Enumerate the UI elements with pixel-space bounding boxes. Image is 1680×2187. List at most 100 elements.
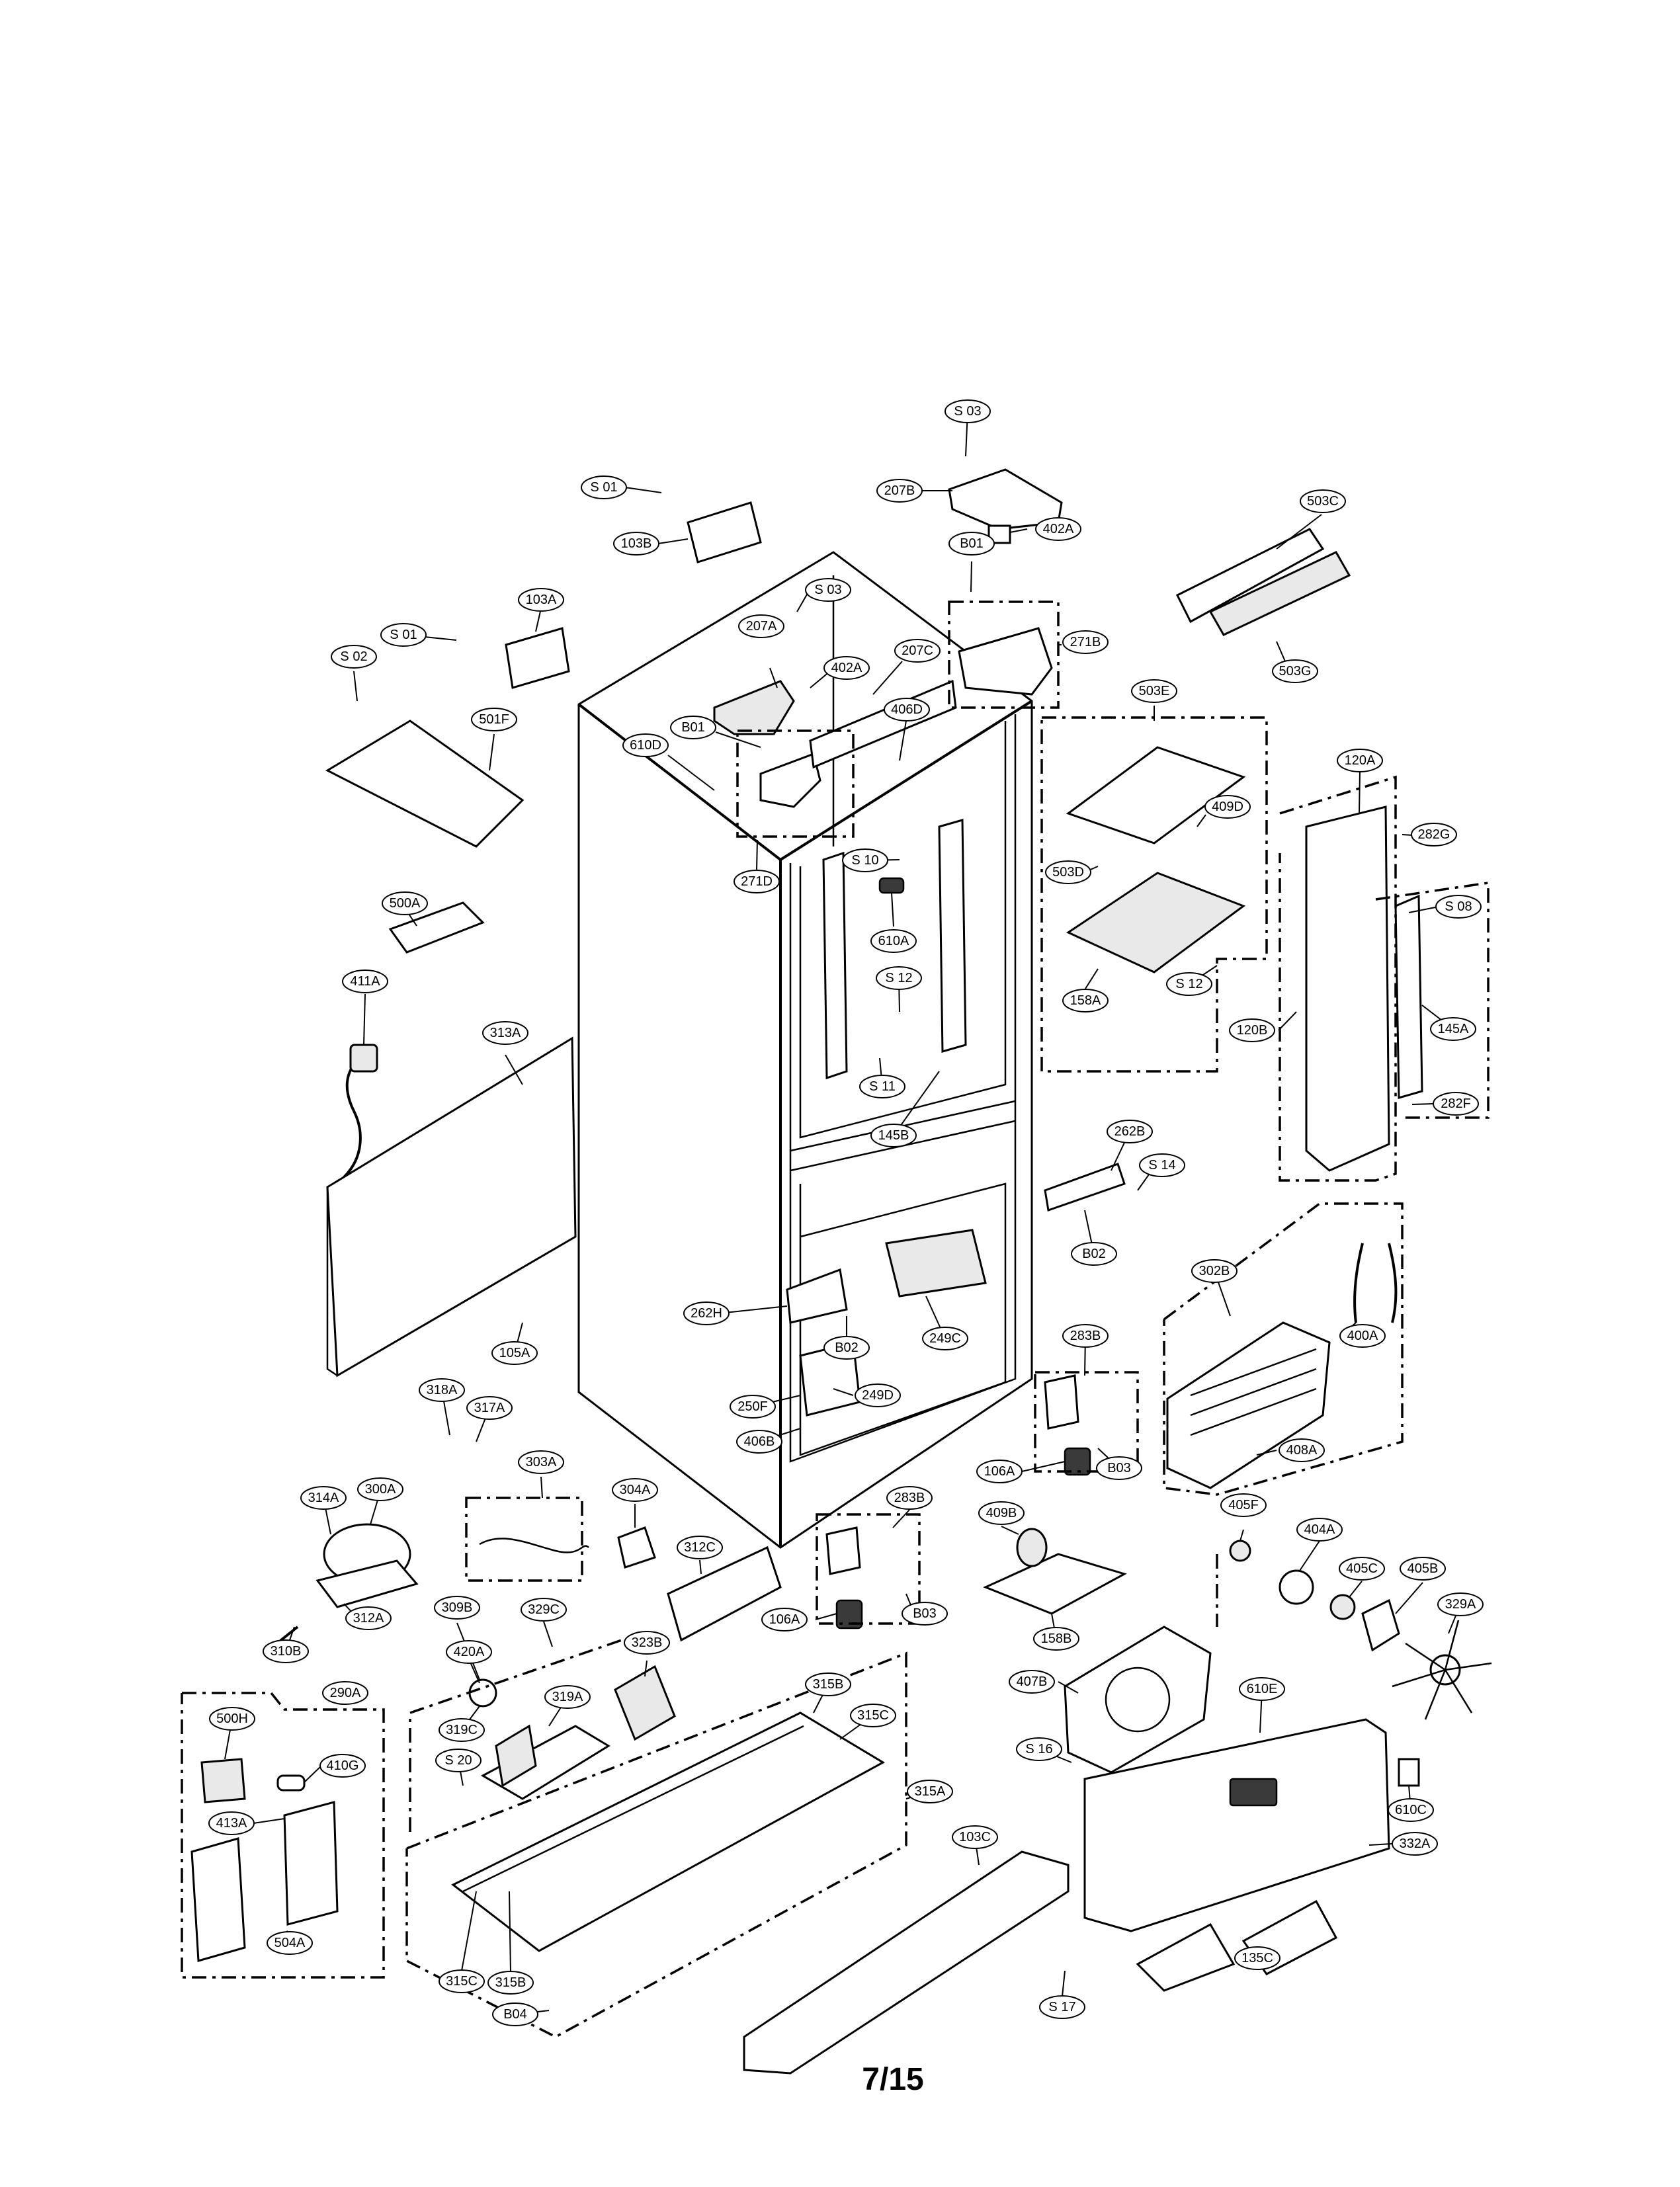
callout-L249D: 249D (855, 1383, 901, 1407)
callout-L610A: 610A (870, 929, 917, 953)
callout-S01_top: S 01 (581, 475, 627, 499)
callout-B01_top: B01 (948, 532, 995, 556)
callout-L310B: 310B (263, 1639, 309, 1663)
shelf-rail-145b (938, 819, 967, 1053)
leg-bracket-283b-mid (825, 1526, 863, 1630)
callout-L318A: 318A (419, 1378, 465, 1402)
callout-L314A: 314A (300, 1486, 347, 1510)
svg-text:105A: 105A (499, 1346, 530, 1360)
svg-text:283B: 283B (894, 1491, 925, 1505)
svg-text:B03: B03 (913, 1606, 937, 1621)
svg-text:420A: 420A (454, 1645, 485, 1659)
svg-text:411A: 411A (350, 974, 380, 989)
svg-text:407B: 407B (1017, 1674, 1048, 1689)
svg-text:B04: B04 (503, 2007, 527, 2022)
svg-text:S 10: S 10 (851, 853, 878, 868)
callout-L315A: 315A (907, 1780, 953, 1803)
svg-text:S 12: S 12 (885, 971, 912, 985)
svg-text:S 08: S 08 (1445, 899, 1472, 914)
callout-B02_mid: B02 (823, 1336, 870, 1360)
svg-text:S 11: S 11 (869, 1079, 896, 1094)
svg-text:503D: 503D (1052, 865, 1084, 880)
svg-text:158A: 158A (1070, 993, 1101, 1008)
callout-L262B: 262B (1107, 1120, 1153, 1143)
callout-L303A: 303A (518, 1450, 564, 1474)
svg-text:282G: 282G (1418, 827, 1450, 842)
svg-text:405B: 405B (1407, 1561, 1439, 1576)
callout-L103C: 103C (952, 1825, 998, 1849)
callout-B01_mid: B01 (670, 716, 716, 739)
svg-text:406B: 406B (744, 1434, 775, 1449)
callout-L313A: 313A (482, 1021, 528, 1045)
callout-S17: S 17 (1039, 1995, 1085, 2019)
cover-103b (687, 501, 762, 563)
fan-motor-420a (468, 1678, 497, 1708)
svg-text:317A: 317A (474, 1401, 505, 1415)
svg-text:503G: 503G (1279, 664, 1312, 679)
bracket-262h (786, 1268, 848, 1324)
svg-text:501F: 501F (479, 712, 509, 727)
callout-L332A: 332A (1392, 1832, 1438, 1856)
svg-text:290A: 290A (330, 1686, 361, 1700)
hinge-262b (1044, 1163, 1126, 1212)
callout-L503G: 503G (1272, 659, 1318, 683)
svg-text:106A: 106A (984, 1464, 1015, 1479)
svg-text:610C: 610C (1395, 1803, 1427, 1817)
callout-B04: B04 (492, 2002, 538, 2026)
svg-text:S 03: S 03 (954, 404, 981, 419)
svg-text:S 20: S 20 (444, 1753, 472, 1768)
wire-303a (479, 1538, 589, 1553)
svg-text:304A: 304A (620, 1483, 651, 1497)
svg-text:120B: 120B (1237, 1023, 1268, 1038)
svg-text:315A: 315A (915, 1784, 946, 1799)
svg-text:404A: 404A (1304, 1522, 1335, 1537)
defrost-control-409b (983, 1528, 1127, 1615)
callout-L283B_mid: 283B (886, 1486, 933, 1510)
svg-text:409D: 409D (1212, 800, 1243, 814)
svg-text:315B: 315B (495, 1975, 526, 1990)
callout-L315C_bot: 315C (439, 1969, 485, 1993)
svg-text:282F: 282F (1441, 1096, 1471, 1111)
callout-L500H: 500H (209, 1707, 255, 1731)
svg-text:406D: 406D (891, 702, 923, 717)
svg-text:249D: 249D (862, 1388, 894, 1403)
callout-L503E: 503E (1131, 679, 1177, 703)
callout-L319A: 319A (544, 1685, 591, 1709)
callout-L317A: 317A (466, 1396, 513, 1420)
callout-L145B: 145B (870, 1124, 917, 1147)
svg-text:S 12: S 12 (1175, 977, 1202, 991)
svg-text:410G: 410G (327, 1758, 359, 1773)
callout-L290A: 290A (322, 1681, 368, 1705)
svg-text:250F: 250F (737, 1399, 768, 1414)
callout-L145A: 145A (1430, 1017, 1476, 1041)
callout-S01_mid: S 01 (380, 623, 427, 647)
callout-L158B: 158B (1033, 1627, 1079, 1651)
callout-L413A: 413A (208, 1811, 255, 1835)
callout-L315C_top: 315C (850, 1704, 896, 1727)
callout-L103B: 103B (613, 532, 659, 556)
svg-text:283B: 283B (1070, 1329, 1101, 1343)
svg-text:135C: 135C (1241, 1951, 1273, 1965)
callout-L329A: 329A (1437, 1592, 1484, 1616)
callout-L405F: 405F (1220, 1493, 1267, 1517)
callout-S10: S 10 (842, 848, 888, 872)
crisper-rail-249c (885, 1229, 987, 1298)
callout-L329C: 329C (521, 1598, 567, 1622)
svg-text:103B: 103B (621, 536, 652, 551)
callout-L406D: 406D (884, 698, 930, 722)
callout-L500A: 500A (382, 891, 428, 915)
svg-text:405F: 405F (1228, 1498, 1259, 1512)
svg-text:S 03: S 03 (814, 583, 841, 597)
svg-text:300A: 300A (365, 1482, 396, 1497)
svg-text:315B: 315B (813, 1677, 844, 1692)
display-pcb-503c (1175, 528, 1351, 636)
callout-L610E: 610E (1239, 1677, 1285, 1701)
svg-text:S 01: S 01 (590, 480, 617, 495)
cover-103a (505, 627, 570, 689)
svg-text:313A: 313A (490, 1026, 521, 1040)
fan-329a (1392, 1620, 1492, 1720)
svg-text:405C: 405C (1346, 1561, 1378, 1576)
callout-L409D: 409D (1204, 795, 1251, 819)
svg-text:103A: 103A (526, 593, 557, 607)
